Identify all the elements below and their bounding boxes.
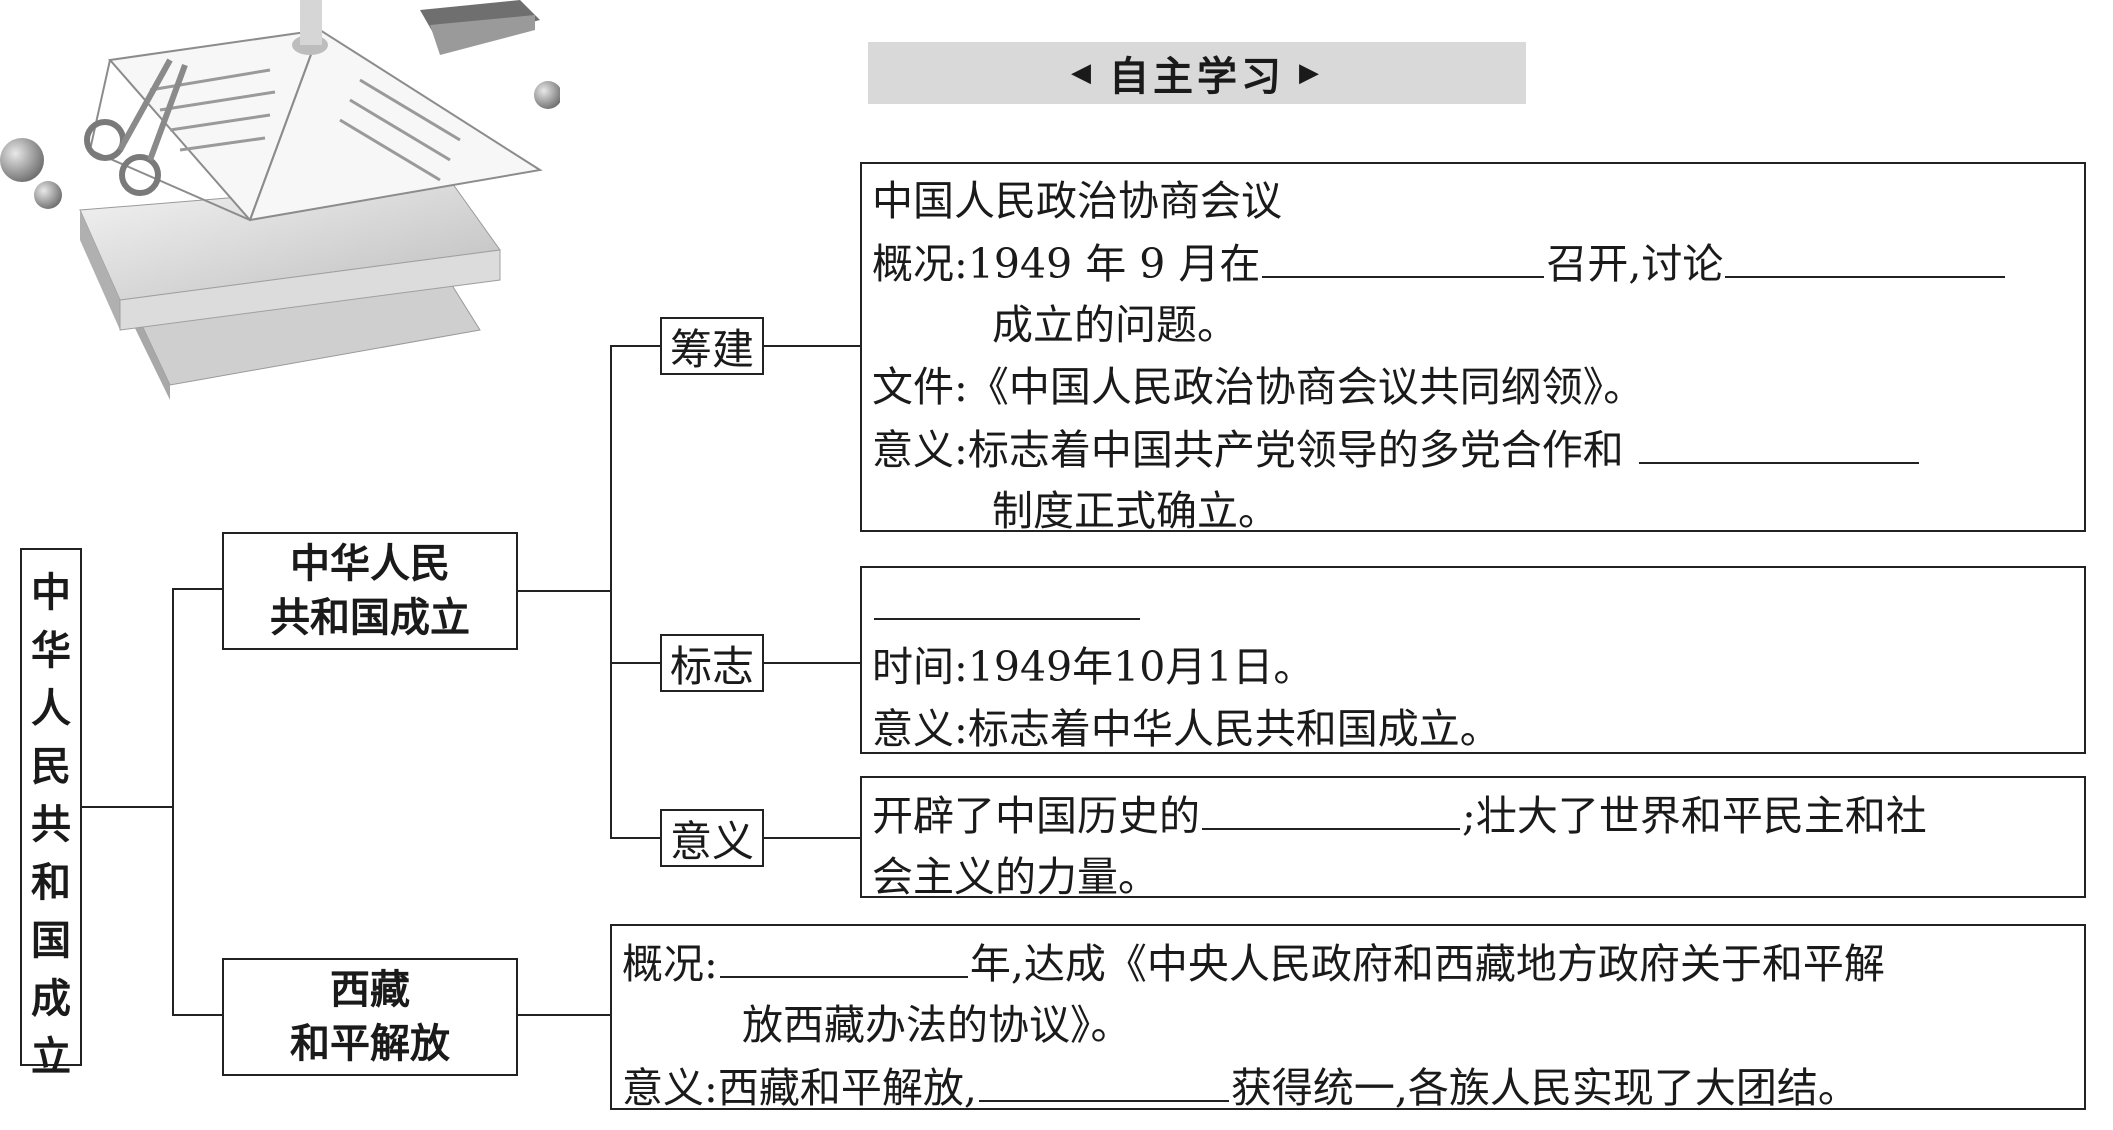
- connector: [764, 837, 860, 839]
- cppcc-meaning-text: 意义:标志着中国共产党领导的多党合作和: [872, 426, 1624, 474]
- root-char: 国: [31, 918, 71, 964]
- ceremony-content-box: 时间:1949年10月1日。 意义:标志着中华人民共和国成立。: [860, 566, 2086, 754]
- root-char: 华: [31, 628, 71, 674]
- connector: [610, 345, 660, 347]
- connector: [518, 590, 612, 592]
- section-header: ◀ 自主学习 ▶: [868, 42, 1526, 104]
- fill-blank[interactable]: [1725, 232, 2006, 278]
- connector: [172, 588, 174, 1016]
- connector: [518, 1014, 610, 1016]
- ceremony-meaning: 意义:标志着中华人民共和国成立。: [872, 705, 1501, 753]
- root-char: 立: [31, 1034, 71, 1080]
- ceremony-time: 时间:1949年10月1日。: [872, 643, 1315, 691]
- node-prc-founding: 中华人民 共和国成立: [222, 532, 518, 650]
- tibet-meaning-text: 意义:西藏和平解放,: [622, 1064, 977, 1112]
- node-label: 西藏: [330, 967, 410, 1013]
- node-label: 筹建: [669, 324, 754, 374]
- tibet-overview-text: 概况:: [622, 940, 718, 988]
- tibet-overview-text: 放西藏办法的协议》。: [742, 1001, 1132, 1049]
- node-preparation: 筹建: [660, 317, 764, 375]
- right-triangle-icon: ▶: [1299, 58, 1323, 88]
- significance-content-box: 开辟了中国历史的 ;壮大了世界和平民主和社 会主义的力量。: [860, 776, 2086, 901]
- node-label: 共和国成立: [270, 595, 470, 641]
- cppcc-overview-text: 召开,讨论: [1546, 240, 1724, 288]
- fill-blank[interactable]: [874, 574, 1140, 620]
- significance-text: 会主义的力量。: [872, 853, 1159, 901]
- root-char: 和: [31, 860, 71, 906]
- fill-blank[interactable]: [1202, 784, 1460, 830]
- connector: [82, 806, 174, 808]
- tibet-meaning-text: 获得统一,各族人民实现了大团结。: [1230, 1064, 1859, 1112]
- node-significance: 意义: [660, 809, 764, 867]
- fill-blank[interactable]: [1638, 418, 1919, 464]
- significance-text: ;壮大了世界和平民主和社: [1462, 792, 1927, 840]
- node-label: 和平解放: [290, 1021, 450, 1067]
- cppcc-content-box: 中国人民政治协商会议 概况:1949 年 9 月在 召开,讨论 成立的问题。 文件…: [860, 162, 2086, 535]
- connector: [764, 662, 860, 664]
- connector: [764, 345, 860, 347]
- root-node: 中 华 人 民 共 和 国 成 立: [20, 548, 82, 1080]
- root-char: 共: [31, 802, 71, 848]
- cppcc-title: 中国人民政治协商会议: [872, 177, 1282, 225]
- tibet-content-box: 概况: 年,达成《中央人民政府和西藏地方政府关于和平解 放西藏办法的协议》。 意义…: [610, 924, 2086, 1112]
- connector: [610, 837, 660, 839]
- node-label: 意义: [669, 816, 754, 866]
- connector: [610, 662, 660, 664]
- fill-blank[interactable]: [719, 932, 968, 978]
- left-triangle-icon: ◀: [1071, 58, 1095, 88]
- node-tibet-liberation: 西藏 和平解放: [222, 958, 518, 1076]
- cppcc-overview-text: 概况:1949 年 9 月在: [872, 240, 1261, 288]
- books-illustration: [0, 0, 560, 400]
- fill-blank[interactable]: [978, 1056, 1229, 1102]
- root-char: 成: [31, 976, 71, 1022]
- connector: [172, 1014, 222, 1016]
- cppcc-document: 文件:《中国人民政治协商会议共同纲领》。: [872, 363, 1645, 411]
- root-char: 人: [31, 686, 71, 732]
- connector: [610, 345, 612, 839]
- cppcc-overview-text: 成立的问题。: [992, 301, 1238, 349]
- section-title: 自主学习: [1109, 54, 1285, 100]
- node-label: 中华人民: [290, 541, 450, 587]
- connector: [172, 588, 222, 590]
- cppcc-meaning-text: 制度正式确立。: [992, 487, 1279, 535]
- root-char: 中: [31, 570, 71, 616]
- node-symbol: 标志: [660, 634, 764, 692]
- root-char: 民: [31, 744, 71, 790]
- fill-blank[interactable]: [1262, 232, 1545, 278]
- node-label: 标志: [669, 641, 754, 691]
- tibet-overview-text: 年,达成《中央人民政府和西藏地方政府关于和平解: [969, 940, 1885, 988]
- significance-text: 开辟了中国历史的: [872, 792, 1200, 840]
